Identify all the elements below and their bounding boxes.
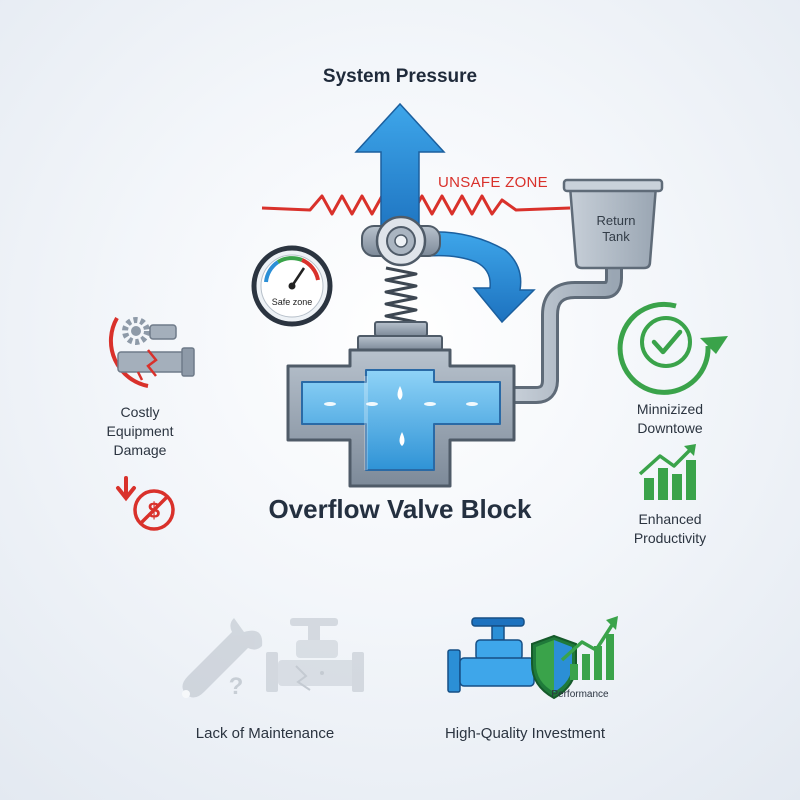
valve-bonnet <box>374 321 428 337</box>
high-quality-investment-label: High-Quality Investment <box>444 725 606 742</box>
overflow-valve-block-icon <box>286 348 516 488</box>
performance-label: Performance <box>551 689 609 700</box>
enhanced-line2: Productivity <box>633 530 707 546</box>
return-tank-label: Return Tank <box>570 213 662 245</box>
return-pipe <box>513 262 623 404</box>
minimized-line1: Minnizized <box>636 401 704 417</box>
minimized-line2: Downtowe <box>637 420 703 436</box>
return-tank-label-line2: Tank <box>602 229 630 244</box>
costly-line1: Costly <box>120 404 160 420</box>
svg-text:?: ? <box>229 673 244 700</box>
blue-valve-icon <box>447 617 535 693</box>
growth-bars-icon <box>638 444 696 500</box>
cycle-check-icon <box>617 301 728 395</box>
safe-zone-label: Safe zone <box>271 297 313 307</box>
no-money-icon: $ <box>116 476 175 531</box>
enhanced-line1: Enhanced <box>638 511 702 527</box>
broken-pipe-gear-icon <box>108 317 195 388</box>
valve-flange <box>357 335 443 351</box>
valve-knob-icon <box>361 215 441 267</box>
unsafe-zone-label: UNSAFE ZONE <box>438 174 548 191</box>
return-tank-label-line1: Return <box>596 213 636 228</box>
performance-chart-icon <box>560 616 618 680</box>
overflow-valve-block-title: Overflow Valve Block <box>268 494 532 524</box>
costly-equipment-damage-label: Costly Equipment Damage <box>80 403 200 460</box>
wrench-question-icon: ? <box>182 618 263 700</box>
diverted-flow-arrow-icon <box>427 231 536 324</box>
return-tank-icon <box>562 178 664 270</box>
lack-of-maintenance-label: Lack of Maintenance <box>195 725 335 742</box>
enhanced-productivity-label: Enhanced Productivity <box>600 510 740 548</box>
broken-faucet-icon <box>266 618 364 692</box>
system-pressure-label: System Pressure <box>322 66 478 87</box>
costly-line3: Damage <box>113 442 167 458</box>
spring-icon <box>384 266 418 324</box>
costly-line2: Equipment <box>106 423 174 439</box>
minimized-downtime-label: Minnizized Downtowe <box>605 400 735 438</box>
pressure-gauge-icon <box>251 245 333 327</box>
